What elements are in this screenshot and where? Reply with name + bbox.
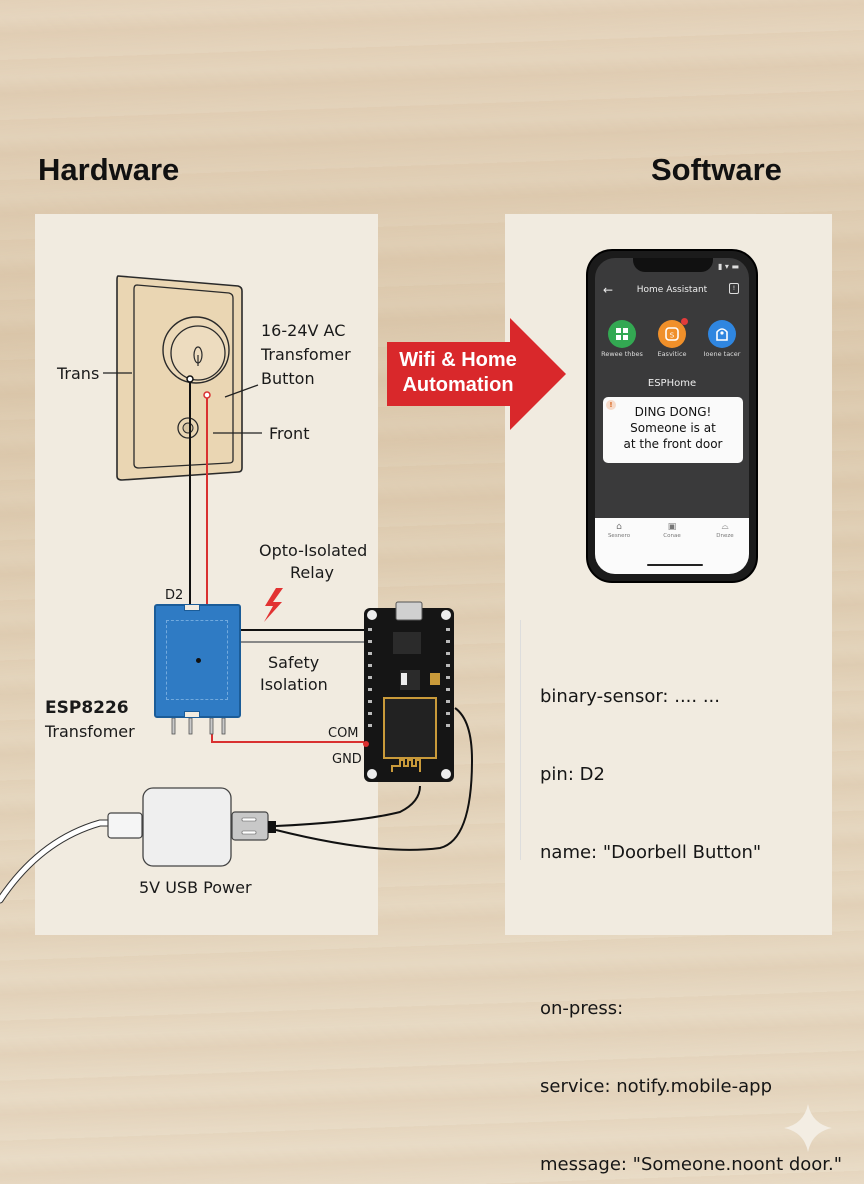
notification-line2: Someone is at (630, 421, 716, 435)
usb-cable (275, 785, 421, 827)
sparkle-icon (784, 1104, 832, 1152)
clipboard-icon[interactable]: ! (729, 283, 739, 294)
code-line: on-press: (540, 998, 624, 1019)
person-icon: ⌓ (721, 522, 729, 532)
robot-icon (716, 328, 728, 341)
code-line: message: "Someone.noont door." (540, 1154, 843, 1175)
arrow-label-line2: Automation (402, 374, 514, 396)
micro-usb-port (395, 601, 423, 621)
app-label-3: Ioene tacer (703, 350, 741, 358)
smartphone: ▮ ▾ ▬ ← Home Assistant ! Rewee thbes S E… (586, 249, 758, 583)
code-line (540, 918, 842, 944)
notification-line1: DING DONG! (634, 405, 712, 419)
app-icon-grid[interactable] (608, 320, 636, 348)
esphome-config-code: binary-sensor: .... ... pin: D2 name: "D… (540, 632, 842, 1184)
phone-screen: ▮ ▾ ▬ ← Home Assistant ! Rewee thbes S E… (595, 258, 749, 574)
front-label: Front (269, 424, 310, 443)
usb-power-label: 5V USB Power (139, 878, 252, 897)
alert-icon: ! (606, 400, 616, 410)
phone-notch (633, 258, 713, 272)
esphome-section-label: ESPHome (647, 378, 697, 389)
app-icon-robot[interactable] (708, 320, 736, 348)
hardware-heading: Hardware (38, 152, 180, 187)
svg-text:S: S (670, 332, 675, 340)
spec-label-line2: Transfomer (261, 345, 351, 364)
relay-pcb-traces (166, 620, 228, 700)
nav-label-3: Dneze (716, 533, 734, 539)
spec-label-line3: Button (261, 369, 315, 388)
relay-center-point (196, 658, 201, 663)
nav-label-2: Conae (663, 533, 681, 539)
nav-item-1[interactable]: ⌂ Sesnero (599, 522, 639, 539)
app-label-2: Easvitice (657, 350, 687, 358)
app-title: Home Assistant (636, 285, 708, 295)
code-line: service: notify.mobile-app (540, 1076, 772, 1097)
nav-label-1: Sesnero (607, 533, 631, 539)
relay-notch (184, 604, 200, 611)
relay-pins (171, 717, 226, 735)
esp-sub-label: Transfomer (45, 722, 135, 741)
code-divider (520, 620, 521, 860)
back-arrow-icon[interactable]: ← (603, 283, 614, 297)
relay-notch (184, 711, 200, 718)
grid-icon (616, 328, 628, 340)
nav-item-3[interactable]: ⌓ Dneze (705, 522, 745, 539)
image-icon: ▣ (667, 522, 677, 532)
com-label: COM (328, 726, 359, 741)
app-label-1: Rewee thbes (601, 350, 643, 358)
app-bar: ← Home Assistant ! (595, 280, 749, 302)
doorbell-button-plate (103, 275, 262, 481)
home-indicator (647, 564, 703, 566)
device-icon: S (665, 327, 679, 341)
indicator-light (177, 417, 199, 439)
usb-power-adapter (0, 707, 474, 904)
code-line: binary-sensor: .... ... (540, 686, 720, 707)
wifi-antenna (391, 759, 421, 772)
esp8266-board (363, 601, 454, 782)
spec-label-line1: 16-24V AC (261, 321, 346, 340)
esp-name-label: ESP8226 (45, 698, 129, 718)
app-icon-device[interactable]: S (658, 320, 686, 348)
doorbell-notification[interactable]: ! DING DONG! Someone is at at the front … (603, 397, 743, 463)
arrow-label-line1: Wifi & Home (399, 349, 517, 371)
opto-isolated-relay (154, 604, 241, 718)
status-bar-icons: ▮ ▾ ▬ (717, 262, 739, 271)
bottom-navigation: ⌂ Sesnero ▣ Conae ⌓ Dneze (595, 518, 749, 574)
safety-label-line1: Safety (268, 653, 320, 672)
notification-line3: at the front door (623, 437, 723, 451)
safety-label-line2: Isolation (260, 675, 328, 694)
home-icon: ⌂ (616, 522, 622, 532)
arrow-label: Wifi & Home Automation (388, 348, 528, 398)
code-line: pin: D2 (540, 764, 605, 785)
relay-title-line1: Opto-Isolated (259, 541, 368, 560)
esp-module (383, 697, 437, 759)
doorbell-push-button (170, 325, 226, 381)
gnd-label: GND (332, 752, 362, 767)
relay-title-line2: Relay (290, 563, 334, 582)
nav-item-2[interactable]: ▣ Conae (652, 522, 692, 539)
usb-plug (231, 811, 269, 841)
trans-label: Trans (57, 364, 100, 383)
software-heading: Software (651, 152, 782, 187)
wifi-automation-arrow (387, 318, 566, 430)
lightning-icon (264, 588, 283, 622)
notification-badge (681, 318, 688, 325)
code-line: name: "Doorbell Button" (540, 842, 762, 863)
relay-pin-label: D2 (165, 588, 184, 603)
